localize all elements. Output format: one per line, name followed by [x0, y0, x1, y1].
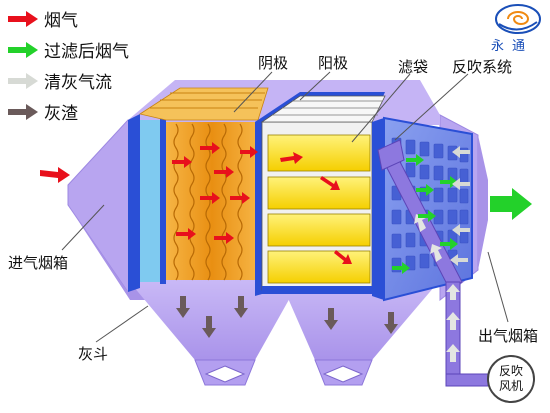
label-ash-hopper: 灰斗 — [78, 345, 109, 363]
fan-label-line2: 风机 — [498, 379, 523, 393]
legend-item-flue-gas: 烟气 — [8, 6, 78, 31]
ash-hopper-left — [128, 280, 300, 360]
cleaning-air-arrows — [450, 146, 470, 266]
legend-label: 清灰气流 — [44, 73, 112, 93]
brown-arrow-icon — [8, 103, 38, 120]
ash-hopper-right — [280, 280, 440, 360]
swirl-logo-icon — [495, 4, 541, 34]
filtered-gas-arrows — [392, 154, 532, 274]
leader-lines — [61, 71, 509, 343]
bag-chamber-top-lines — [272, 100, 383, 116]
legend-item-cleaning-air: 清灰气流 — [8, 68, 112, 93]
label-reverse-blow-system: 反吹系统 — [452, 58, 513, 76]
filter-bags — [267, 134, 371, 284]
company-logo: 永通 — [487, 2, 549, 54]
label-anode: 阳极 — [318, 54, 349, 72]
grey-arrow-icon — [8, 72, 38, 89]
bag-bottom-plate — [262, 286, 374, 294]
frame-left-side — [128, 114, 140, 292]
label-inlet-box: 进气烟箱 — [8, 254, 69, 272]
flue-gas-arrows — [40, 142, 352, 264]
fan-label-line1: 反吹 — [498, 364, 523, 378]
green-arrow-icon — [8, 41, 38, 58]
frame-left-cyan — [140, 120, 162, 282]
frame-left-bar — [160, 118, 166, 284]
label-outlet-box: 出气烟箱 — [478, 327, 539, 345]
red-arrow-icon — [8, 10, 38, 27]
legend-label: 过滤后烟气 — [44, 42, 129, 62]
hopper-left-diamond — [204, 365, 246, 383]
logo-brand: 永通 — [491, 39, 534, 54]
frame-right — [372, 118, 384, 300]
legend-item-filtered-gas: 过滤后烟气 — [8, 37, 129, 62]
outlet-box-nose — [478, 135, 488, 270]
label-cathode: 阴极 — [258, 54, 289, 72]
bag-chamber-top — [260, 95, 386, 123]
label-filter-bag: 滤袋 — [398, 58, 429, 76]
reverse-blow-fan: 反吹 风机 — [487, 355, 535, 403]
legend-label: 烟气 — [44, 11, 78, 31]
legend-item-ash: 灰渣 — [8, 99, 78, 124]
electrode-top — [138, 87, 269, 121]
hopper-right-diamond — [322, 365, 364, 383]
legend-label: 灰渣 — [44, 104, 78, 124]
ash-arrows — [176, 296, 398, 338]
pipe-airflow-arrows — [414, 214, 460, 362]
frame-middle — [255, 118, 262, 296]
